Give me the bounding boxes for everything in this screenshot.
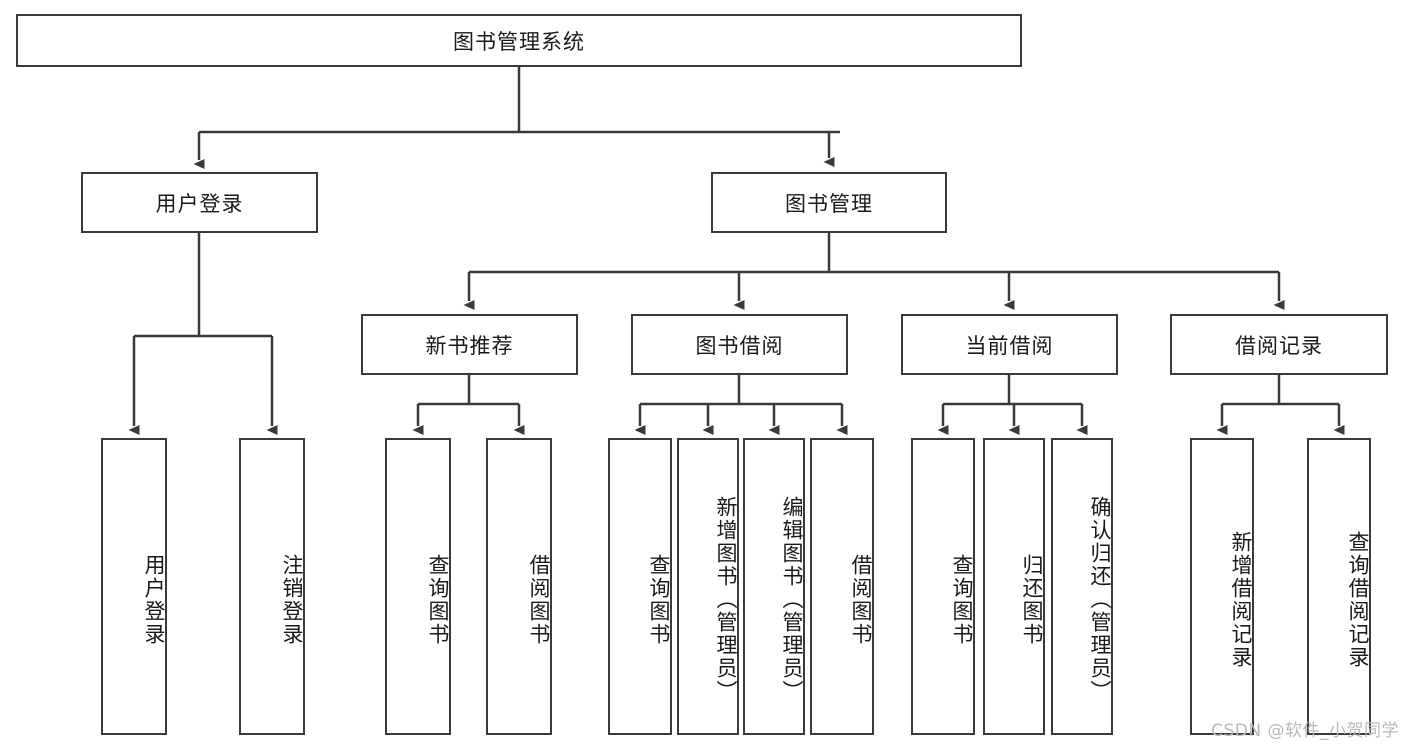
node-book-management[interactable]: 图书管理 xyxy=(711,172,947,233)
node-leaf-query-borrow-record[interactable]: 查询借阅记录 xyxy=(1307,438,1371,735)
node-label: 注销登录 xyxy=(280,553,304,646)
node-leaf-query-book-current[interactable]: 查询图书 xyxy=(911,438,975,735)
node-root-book-management-system[interactable]: 图书管理系统 xyxy=(16,14,1022,67)
node-label: 图书借阅 xyxy=(695,333,784,358)
node-label: 查询图书 xyxy=(950,553,974,646)
node-leaf-confirm-return[interactable]: 确认归还（管理员） xyxy=(1051,438,1113,735)
node-label: 归还图书 xyxy=(1020,553,1044,646)
node-leaf-add-book[interactable]: 新增图书（管理员） xyxy=(677,438,739,735)
node-book-borrow[interactable]: 图书借阅 xyxy=(631,314,848,375)
node-leaf-borrow-book-recommend[interactable]: 借阅图书 xyxy=(486,438,552,735)
node-leaf-user-login[interactable]: 用户登录 xyxy=(101,438,167,735)
node-leaf-add-borrow-record[interactable]: 新增借阅记录 xyxy=(1190,438,1254,735)
node-label: 借阅记录 xyxy=(1235,333,1323,358)
node-label: 查询图书 xyxy=(647,553,671,646)
csdn-watermark: CSDN @软件_小贺同学 xyxy=(1211,721,1399,741)
node-label: 用户登录 xyxy=(155,191,244,216)
node-leaf-query-book-recommend[interactable]: 查询图书 xyxy=(385,438,451,735)
node-new-book-recommend[interactable]: 新书推荐 xyxy=(361,314,578,375)
node-label: 确认归还（管理员） xyxy=(1088,496,1112,703)
node-leaf-query-book-borrow[interactable]: 查询图书 xyxy=(608,438,672,735)
node-label: 图书管理系统 xyxy=(453,29,585,54)
node-current-borrow[interactable]: 当前借阅 xyxy=(901,314,1118,375)
node-label: 新增借阅记录 xyxy=(1229,530,1253,669)
node-label: 借阅图书 xyxy=(849,553,873,646)
node-leaf-borrow-book[interactable]: 借阅图书 xyxy=(810,438,874,735)
node-label: 新增图书（管理员） xyxy=(714,496,738,703)
node-label: 借阅图书 xyxy=(527,553,551,646)
node-label: 当前借阅 xyxy=(965,333,1054,358)
node-label: 编辑图书（管理员） xyxy=(780,496,804,703)
node-label: 查询借阅记录 xyxy=(1346,530,1370,669)
node-leaf-return-book[interactable]: 归还图书 xyxy=(983,438,1045,735)
node-borrow-record[interactable]: 借阅记录 xyxy=(1170,314,1388,375)
node-label: 新书推荐 xyxy=(425,333,514,358)
node-leaf-edit-book[interactable]: 编辑图书（管理员） xyxy=(743,438,805,735)
node-label: 用户登录 xyxy=(142,553,166,646)
node-leaf-user-logout[interactable]: 注销登录 xyxy=(239,438,305,735)
node-label: 图书管理 xyxy=(785,191,873,216)
node-label: 查询图书 xyxy=(426,553,450,646)
node-user-login[interactable]: 用户登录 xyxy=(81,172,318,233)
